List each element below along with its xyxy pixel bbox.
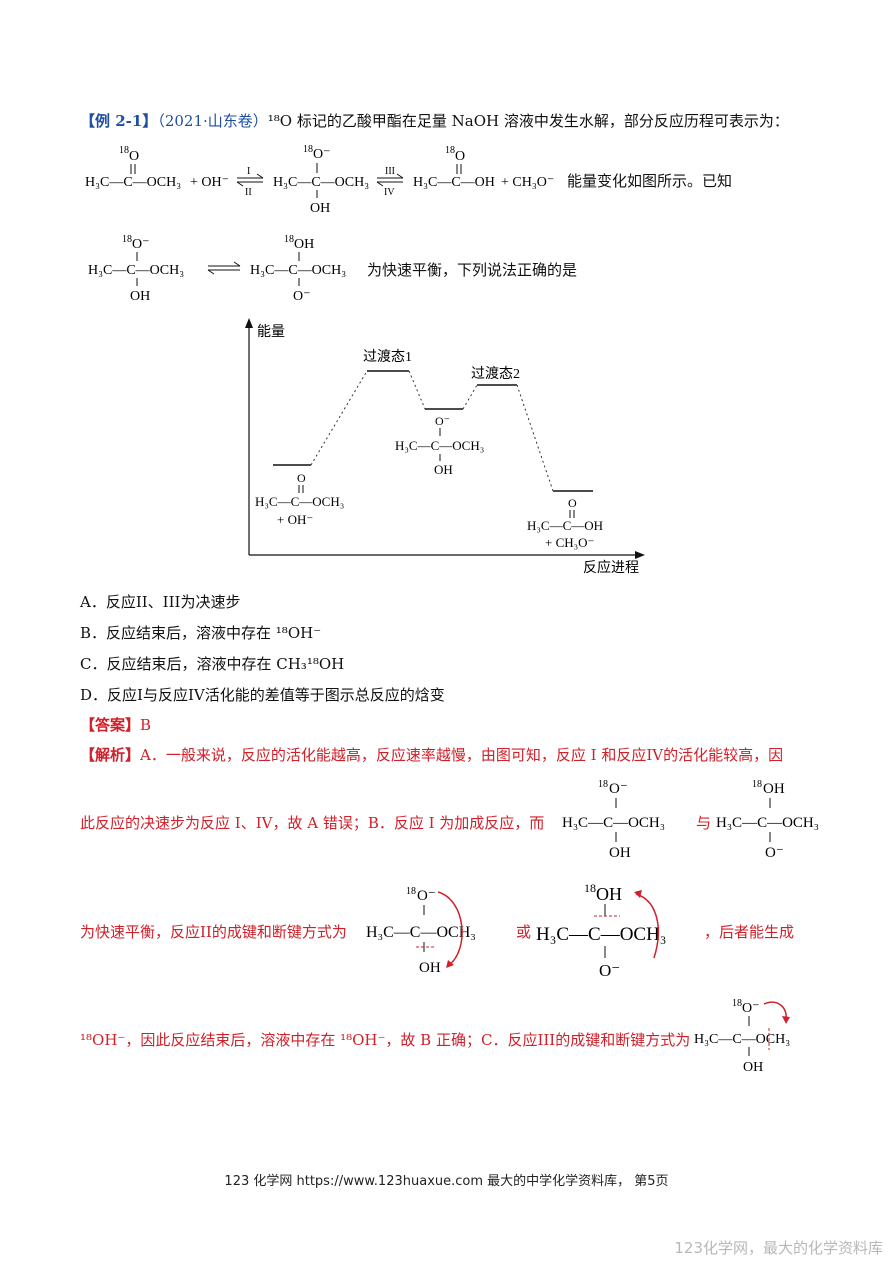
a1-bottom: OH [609,845,631,861]
question-source: （2021·山东卷） [157,112,268,130]
energy-diagram: 能量 反应进程 过渡态1 过渡态2 O H₃C—C—OCH₃ + OH⁻ O⁻ … [245,318,645,576]
scheme-inter-bottom: OH [310,201,330,216]
question-stem: ¹⁸O 标记的乙酸甲酯在足量 NaOH 溶液中发生水解，部分反应历程可表示为： [267,112,789,130]
fe-left-center: H₃C—C—OCH₃ [88,263,184,278]
a2-iso: 18 [752,779,762,790]
analysis-structure-4: 18 OH H₃C—C—OCH₃ O⁻ [536,881,666,980]
fe-right-bottom: O⁻ [293,289,311,304]
a5-center: H₃C—C—OCH₃ [694,1032,790,1047]
fe-equilibrium-arrow [207,261,241,275]
arrow1-top-label: I [247,166,250,177]
a3-iso: 18 [406,886,416,897]
product-plus-methoxide: + CH₃O⁻ [545,535,594,550]
a4-center: H₃C—C—OCH₃ [536,924,666,945]
fe-right-center: H₃C—C—OCH₃ [250,263,346,278]
scheme-line-tail: 能量变化如图所示。已知 [567,172,733,190]
option-b: B．反应结束后，溶液中存在 ¹⁸OH⁻ [80,624,322,642]
intermediate-bottom: OH [434,462,453,477]
intermediate-top: O⁻ [435,414,450,428]
product-formula: H₃C—C—OH [527,518,603,533]
a3-bottom: OH [419,960,441,976]
scheme-iso-2: 18 [303,144,313,155]
equilibrium-arrow-2: III IV [376,166,404,198]
analysis-structure-1: 18 O⁻ H₃C—C—OCH₃ OH [562,779,665,861]
question-header: 【例 2-1】（2021·山东卷）¹⁸O 标记的乙酸甲酯在足量 NaOH 溶液中… [80,110,789,131]
analysis-or: 或 [516,923,532,941]
scheme-plus-oh: + OH⁻ [190,175,229,190]
reactant-o: O [297,471,306,485]
fast-equilibrium-scheme: 18 O⁻ H₃C—C—OCH₃ OH 18 OH H₃C—C—OCH₃ O⁻ [88,234,346,304]
a3-top: O⁻ [417,888,436,904]
ts2-label: 过渡态2 [471,366,520,382]
analysis-p3: 为快速平衡，反应II的成键和断键方式为 [80,923,347,941]
intermediate-formula: H₃C—C—OCH₃ [395,438,484,453]
a1-top: O⁻ [609,781,628,797]
fe-left-bottom: OH [130,289,150,304]
a4-bottom: O⁻ [599,961,620,980]
scheme-inter-top: O⁻ [313,147,331,162]
answer-value: B [140,716,152,734]
a2-top: OH [763,781,785,797]
a4-top: OH [596,884,622,904]
a5-bottom: OH [743,1060,763,1075]
answer: 【答案】B [80,714,151,735]
a3-center: H₃C—C—OCH₃ [366,924,476,941]
product-o: O [568,496,577,510]
x-axis-arrow [635,551,645,559]
option-a: A．反应II、III为决速步 [80,593,241,611]
a3-curved-arrow [437,891,463,967]
y-axis-label: 能量 [257,324,285,340]
scheme-plus-methoxide: + CH₃O⁻ [501,175,554,190]
analysis-structure-2: 18 OH H₃C—C—OCH₃ O⁻ [716,779,819,861]
analysis-p3-tail: ，后者能生成 [704,923,795,941]
a4-iso: 18 [584,881,596,895]
scheme-acid: H₃C—C—OH [413,175,495,190]
scheme-o-1: O [129,149,139,164]
x-axis-label: 反应进程 [583,559,639,576]
arrow1-bottom-label: II [245,187,252,198]
option-d: D．反应I与反应IV活化能的差值等于图示总反应的焓变 [80,686,445,704]
question-tag: 【例 2-1】 [80,112,158,130]
a5-iso: 18 [732,998,742,1009]
a2-center: H₃C—C—OCH₃ [716,815,819,831]
fe-right-top: OH [294,237,314,252]
fe-iso-2: 18 [284,234,294,245]
equilibrium-arrow-1: I II [236,166,264,198]
fast-equilibrium-tail: 为快速平衡，下列说法正确的是 [367,261,578,279]
analysis-p4: ¹⁸OH⁻，因此反应结束后，溶液中存在 ¹⁸OH⁻，故 B 正确；C．反应III… [80,1031,691,1049]
analysis-text-1: A．一般来说，反应的活化能越高，反应速率越慢，由图可知，反应 I 和反应IV的活… [140,746,784,764]
a1-center: H₃C—C—OCH₃ [562,815,665,831]
analysis-p2: 此反应的决速步为反应 I、IV，故 A 错误；B．反应 I 为加成反应，而 [80,814,545,832]
a5-top: O⁻ [742,1001,760,1016]
scheme-iso-3: 18 [445,145,455,156]
analysis-and: 与 [696,814,712,832]
watermark: 123化学网，最大的化学资料库 [674,1239,883,1257]
reaction-scheme: 18 O H₃C—C—OCH₃ + OH⁻ I II 18 O⁻ H₃C—C—O… [85,144,554,216]
scheme-inter-center: H₃C—C—OCH₃ [273,175,369,190]
analysis-label: 【解析】 [80,746,141,764]
scheme-o-3: O [455,149,465,164]
fe-left-top: O⁻ [132,237,150,252]
scheme-iso-1: 18 [119,145,129,156]
a1-iso: 18 [598,779,608,790]
reaction-path [310,370,554,492]
arrow2-bottom-label: IV [384,187,395,198]
a4-curved-arrow [635,893,660,959]
analysis-structure-5: 18 O⁻ H₃C—C—OCH₃ OH [694,998,790,1075]
scheme-ester: H₃C—C—OCH₃ [85,175,181,190]
ts1-label: 过渡态1 [363,349,412,365]
option-c: C．反应结束后，溶液中存在 CH₃¹⁸OH [80,655,345,673]
a2-bottom: O⁻ [765,845,784,861]
page-footer: 123 化学网 https://www.123huaxue.com 最大的中学化… [224,1174,669,1189]
answer-label: 【答案】 [80,716,141,734]
analysis-p1: 【解析】A．一般来说，反应的活化能越高，反应速率越慢，由图可知，反应 I 和反应… [80,744,783,765]
reactant-plus-oh: + OH⁻ [277,512,313,527]
arrow2-top-label: III [385,166,395,177]
reactant-formula: H₃C—C—OCH₃ [255,494,344,509]
fe-iso-1: 18 [122,234,132,245]
y-axis-arrow [245,318,253,328]
analysis-structure-3: 18 O⁻ H₃C—C—OCH₃ OH [366,886,476,976]
